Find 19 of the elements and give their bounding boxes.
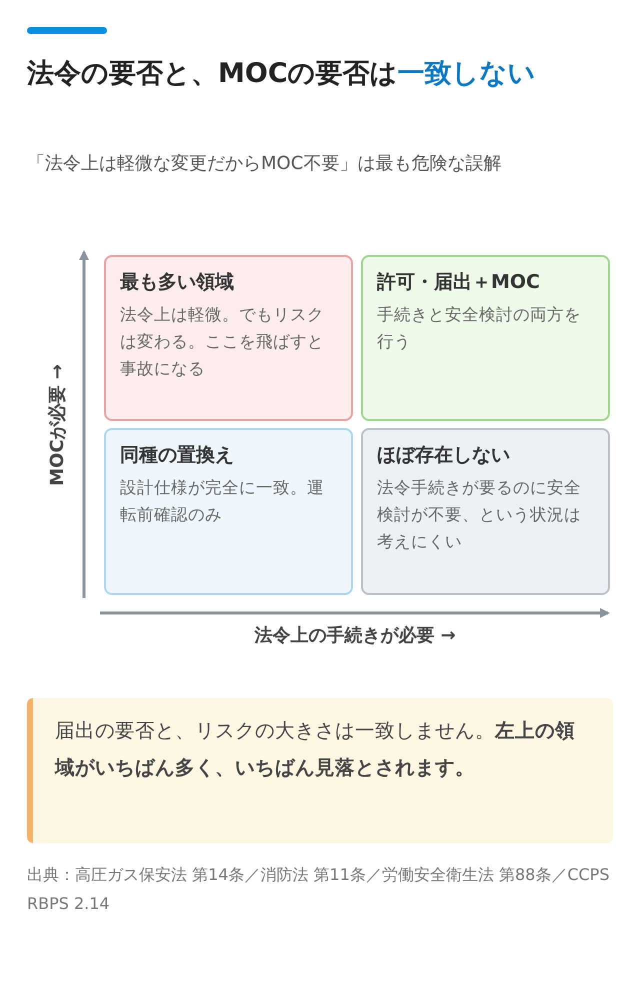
axis-label: 法令上の手続きが必要 → [253, 624, 457, 648]
quadrant-heading: 最も多い領域 [120, 270, 235, 295]
quadrant-heading: ほぼ存在しない [377, 443, 511, 468]
axis-label: MOCが必要 → [46, 363, 69, 488]
quadrant-heading: 許可・届出＋MOC [377, 270, 542, 295]
quadrant-description: 手続きと安全検討の両方を行う [377, 304, 582, 353]
quadrant-description: 法令上は軽微。でもリスクは変わる。ここを飛ばすと事故になる [120, 304, 325, 380]
title: 法令の要否と、MOCの要否は一致しない [27, 57, 537, 91]
quadrant-card [361, 428, 610, 595]
callout-box [27, 698, 613, 843]
quadrant-card [104, 255, 353, 421]
quadrant-card [361, 255, 610, 421]
quadrant-heading: 同種の置換え [120, 443, 235, 468]
quadrant-description: 設計仕様が完全に一致。運転前確認のみ [120, 477, 325, 526]
quadrant-description: 法令手続きが要るのに安全検討が不要、という状況は考えにくい [377, 477, 582, 553]
subtitle: 「法令上は軽微な変更だからMOC不要」は最も危険な誤解 [27, 152, 502, 176]
source-note: 出典：高圧ガス保安法 第14条／消防法 第11条／労働安全衛生法 第88条／CCPS RBPS 2.14 [27, 864, 610, 915]
quadrant-card [104, 428, 353, 595]
callout-text: 届出の要否と、リスクの大きさは一致しません。左上の領域がいちばん多く、いちばん見落とされます。 [55, 718, 576, 781]
